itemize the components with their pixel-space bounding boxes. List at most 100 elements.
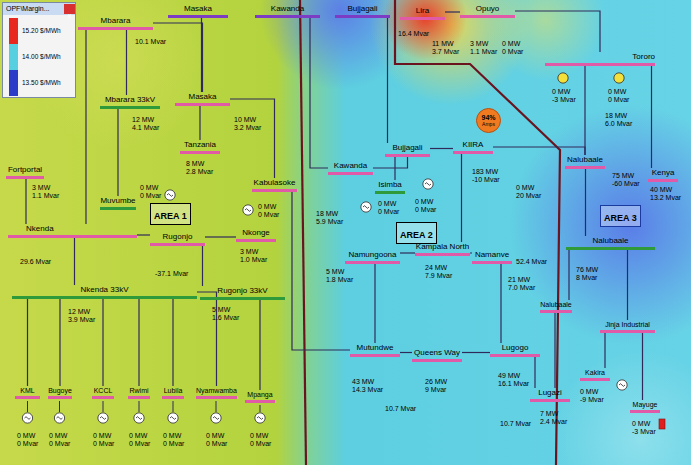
close-glyph: x xyxy=(68,12,72,19)
transmission-line xyxy=(292,192,350,350)
generator-stub xyxy=(260,405,261,412)
transmission-line xyxy=(445,11,460,12)
bus-name: KML xyxy=(15,386,40,395)
bus-bar-line xyxy=(162,396,184,399)
load-value: 1.0 Mvar xyxy=(240,256,267,264)
loading-percent: Amps xyxy=(482,121,495,127)
transmission-line xyxy=(310,18,328,168)
bus-node: Masaka xyxy=(175,92,230,106)
transmission-line xyxy=(604,333,605,368)
transmission-line xyxy=(137,234,150,235)
bus-name: Queens Way xyxy=(412,348,462,358)
load-value: 0 MW xyxy=(206,432,224,440)
transmission-line xyxy=(85,30,86,224)
bus-bar-line xyxy=(335,15,390,18)
transmission-line xyxy=(25,179,26,224)
legend-value: 14.00 $/MWh xyxy=(22,53,61,61)
generator-symbol xyxy=(165,190,175,200)
bus-bar-line xyxy=(328,172,373,175)
bus-node: Masaka xyxy=(168,4,228,18)
bus-bar-line xyxy=(92,396,114,399)
generator-symbol xyxy=(98,413,108,423)
bus-bar-line xyxy=(472,261,512,264)
load-value: -60 Mvar xyxy=(612,180,640,188)
bus-node: Mbarara 33kV xyxy=(100,95,160,109)
load-value: 5 MW xyxy=(326,268,344,276)
bus-name: Muvumbe xyxy=(100,196,136,206)
load-value: -37.1 Mvar xyxy=(155,270,188,278)
legend-row: 13.50 $/MWh xyxy=(9,70,73,96)
transmission-line xyxy=(199,106,200,140)
transmission-line xyxy=(462,352,490,353)
transmission-line xyxy=(102,299,103,386)
transmission-line xyxy=(153,23,203,92)
generator-stub xyxy=(59,401,60,412)
bus-node: Bujjagali xyxy=(385,143,430,157)
bus-bar-line xyxy=(375,191,405,194)
bus-node: Lira xyxy=(400,6,445,20)
area-name: AREA 2 xyxy=(400,230,433,240)
bus-node: Nkenda 33kV xyxy=(12,285,197,299)
bus-node: KCCL xyxy=(92,386,114,399)
bus-bar-line xyxy=(648,179,678,182)
bus-bar-line xyxy=(252,189,297,192)
bus-bar-line xyxy=(196,396,237,399)
load-value: 10.7 Mvar xyxy=(500,420,531,428)
load-value: 1.8 Mvar xyxy=(326,276,353,284)
bus-node: Muvumbe xyxy=(100,196,136,210)
load-value: 0 MW xyxy=(49,432,67,440)
load-value: 21 MW xyxy=(508,276,530,284)
generator-stub xyxy=(27,401,28,412)
bus-name: Bujjagali xyxy=(385,143,430,153)
generator-symbol xyxy=(22,413,32,423)
transmission-line xyxy=(117,109,118,196)
load-value: 49 MW xyxy=(498,372,520,380)
bus-bar-line xyxy=(100,106,160,109)
bus-bar-line xyxy=(128,396,150,399)
transmission-line xyxy=(400,252,415,253)
bus-name: Fortportal xyxy=(6,165,44,175)
bus-node: Bugoye xyxy=(48,386,72,399)
load-value: 5 MW xyxy=(212,306,230,314)
bus-bar-line xyxy=(412,359,462,362)
bus-node: Mutundwe xyxy=(350,343,400,357)
load-value: 16.1 Mvar xyxy=(498,380,529,388)
generator-stub xyxy=(216,401,217,412)
bus-bar-line xyxy=(600,330,655,333)
load-value: 6.0 Mvar xyxy=(605,120,632,128)
bus-name: Lugogo xyxy=(490,343,540,353)
load-value: 0 Mvar xyxy=(258,211,279,219)
load-value: 13.2 Mvar xyxy=(650,194,681,202)
bus-name: Nyamwamba xyxy=(196,386,237,395)
transmission-line xyxy=(374,264,375,343)
transmission-line xyxy=(493,147,585,155)
transmission-line xyxy=(259,300,260,390)
load-value: 0 MW xyxy=(93,432,111,440)
bus-bar-line xyxy=(255,15,320,18)
bus-name: Namanve xyxy=(472,250,512,260)
generator-symbol xyxy=(361,202,371,212)
load-value: -3 Mvar xyxy=(552,96,576,104)
bus-name: Mutundwe xyxy=(350,343,400,353)
transmission-line xyxy=(138,299,139,386)
bus-bar-line xyxy=(415,253,470,256)
load-value: 0 MW xyxy=(250,432,268,440)
transmission-line xyxy=(394,157,395,180)
load-value: 0 MW xyxy=(632,420,650,428)
load-value: 12 MW xyxy=(68,308,90,316)
load-value: 0 Mvar xyxy=(17,440,38,448)
area-boundary xyxy=(395,0,560,465)
bus-node: Nkenda xyxy=(8,224,137,238)
transmission-line xyxy=(568,250,569,300)
load-value: 76 MW xyxy=(576,266,598,274)
bus-bar-line xyxy=(48,396,72,399)
bus-node: Namungoona xyxy=(345,250,400,264)
bus-node: KML xyxy=(15,386,40,399)
load-value: 0 Mvar xyxy=(378,208,399,216)
bus-node: Mayuge xyxy=(630,400,660,413)
bus-node: Isimba xyxy=(375,180,405,194)
load-value: 3.7 Mvar xyxy=(432,48,459,56)
